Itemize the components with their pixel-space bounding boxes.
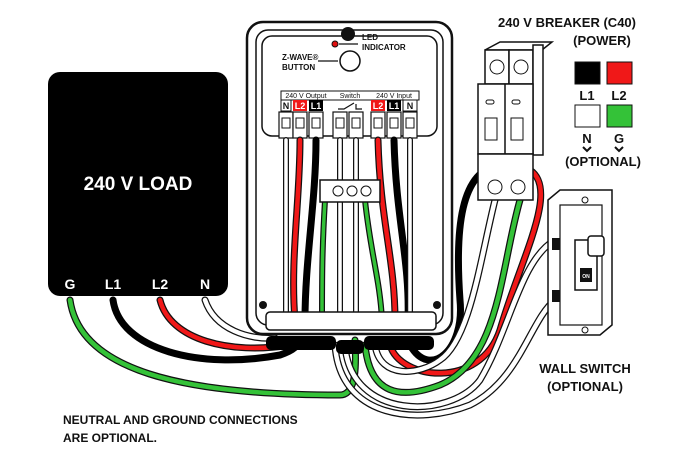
z-wave-button[interactable] (339, 50, 361, 72)
note-line-2: ARE OPTIONAL. (63, 431, 157, 445)
chevron-down-icon (582, 146, 624, 153)
legend-swatch-l2 (606, 61, 633, 85)
group-switch: Switch (340, 93, 361, 100)
gland-right (364, 336, 434, 350)
supply-wires (331, 161, 559, 419)
note-line-1: NEUTRAL AND GROUND CONNECTIONS (63, 413, 298, 427)
breaker-toggle-l2[interactable] (510, 117, 524, 141)
legend-n: N (582, 131, 591, 146)
load-terminal-l2: L2 (152, 276, 169, 292)
wall-switch: ON WALL SWITCH (OPTIONAL) (539, 189, 631, 394)
breaker: 240 V BREAKER (C40) (POWER) L1 L2 N G (O… (477, 15, 641, 201)
led-label: LED (362, 33, 378, 42)
legend-l1: L1 (579, 88, 594, 103)
out-l1: L1 (311, 101, 322, 111)
legend-optional: (OPTIONAL) (565, 154, 641, 169)
z-wave-label: Z-WAVE® (282, 53, 319, 62)
legend-swatch-n (574, 104, 601, 128)
load-title: 240 V LOAD (84, 174, 193, 195)
load-terminal-n: N (200, 276, 210, 292)
breaker-toggle-l1[interactable] (484, 117, 498, 141)
screw-head-icon (351, 117, 361, 129)
out-l2: L2 (295, 101, 306, 111)
screw-head-icon (311, 117, 321, 129)
switch-symbol-icon (338, 102, 362, 110)
device-top-hole (341, 27, 355, 41)
in-n: N (407, 101, 414, 111)
on-label: ON (582, 274, 590, 280)
load-terminal-g: G (65, 276, 76, 292)
group-output: 240 V Output (285, 93, 326, 100)
wall-switch-optional: (OPTIONAL) (547, 379, 623, 394)
out-n: N (283, 101, 290, 111)
load-box: 240 V LOAD G L1 L2 N (48, 72, 228, 296)
led-indicator-icon (331, 40, 339, 48)
gland-center (336, 340, 364, 354)
wall-switch-label: WALL SWITCH (539, 361, 630, 376)
screw-head-icon (389, 117, 399, 129)
in-l1: L1 (389, 101, 400, 111)
legend-l2: L2 (611, 88, 626, 103)
screw-head-icon (281, 117, 291, 129)
led-label-2: INDICATOR (362, 43, 406, 52)
breaker-subtitle: (POWER) (573, 33, 631, 48)
screw-head-icon (373, 117, 383, 129)
legend-swatch-g (606, 104, 633, 128)
group-input: 240 V Input (376, 93, 412, 100)
z-wave-label-2: BUTTON (282, 63, 315, 72)
smart-switch-device: LED INDICATOR Z-WAVE® BUTTON 240 V Outpu… (245, 20, 454, 354)
legend-g: G (614, 131, 624, 146)
load-wires (66, 296, 360, 399)
gland-left (266, 336, 336, 350)
load-terminal-l1: L1 (105, 276, 122, 292)
screw-head-icon (405, 117, 415, 129)
screw-head-icon (295, 117, 305, 129)
screw-head-icon (335, 117, 345, 129)
legend-swatch-l1 (574, 61, 601, 85)
breaker-title: 240 V BREAKER (C40) (498, 15, 636, 30)
in-l2: L2 (373, 101, 384, 111)
